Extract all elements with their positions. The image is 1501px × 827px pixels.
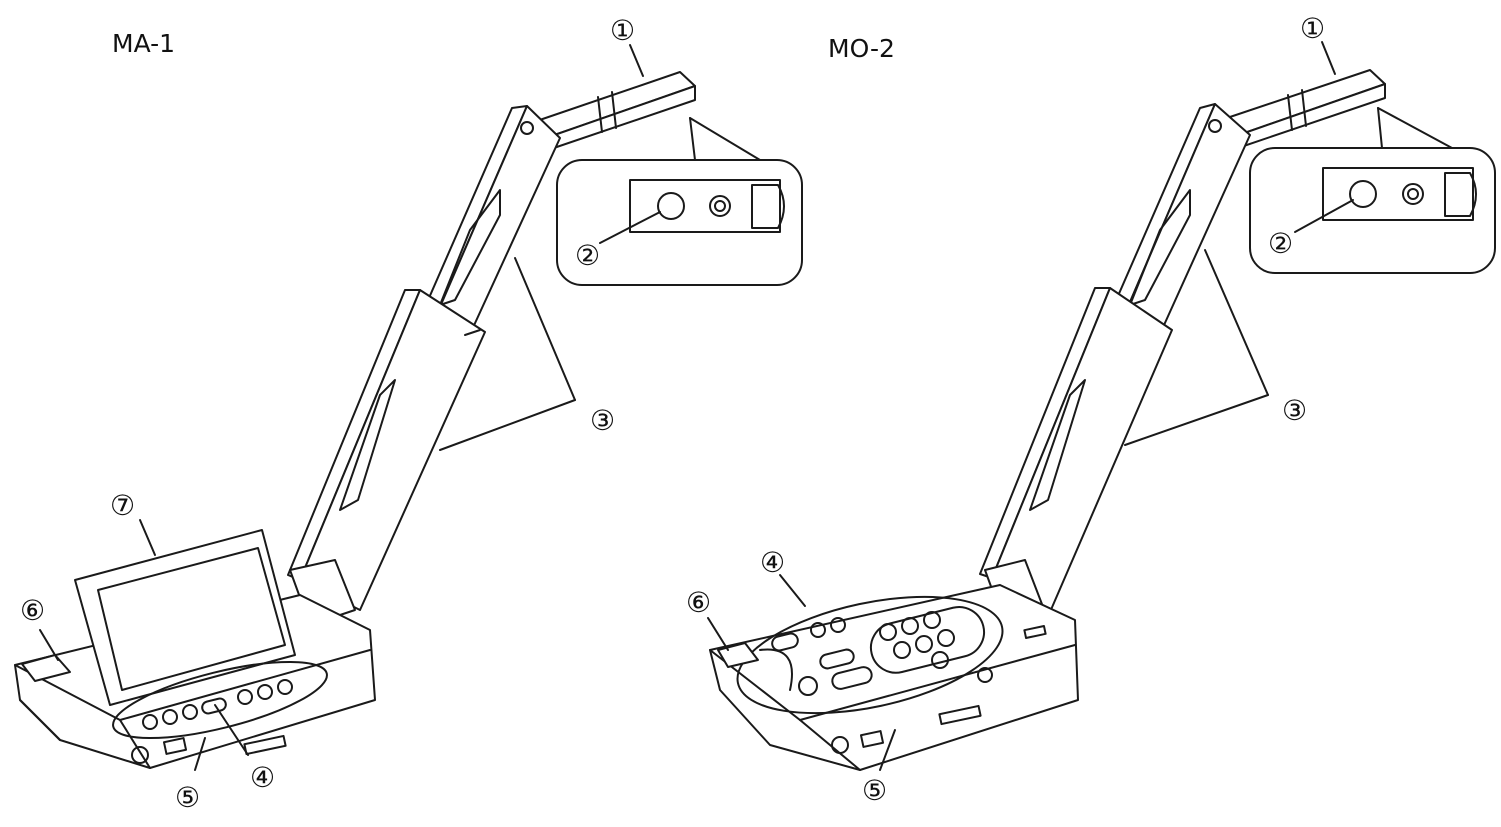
ma1-lcd-monitor (74, 529, 296, 706)
ma1-leader-lines (39, 44, 644, 771)
ma1-lower-arm (287, 289, 486, 611)
mo2-callout-4: ④ (760, 546, 785, 579)
mo2-model-title: MO-2 (828, 34, 895, 63)
ma1-side-lamp (21, 654, 71, 682)
ma1-callout-3: ③ (590, 404, 615, 437)
mo2-device (707, 41, 1496, 771)
ma1-callout-4: ④ (250, 761, 275, 794)
mo2-callout-2: ② (1268, 227, 1293, 260)
ma1-device (14, 44, 803, 771)
ma1-lens-inset (556, 117, 803, 286)
mo2-control-panel (736, 595, 1004, 715)
mo2-callout-5: ⑤ (862, 774, 887, 807)
ma1-callout-7: ⑦ (110, 489, 135, 522)
ma1-camera-head (524, 71, 696, 153)
mo2-camera-head (1214, 69, 1386, 151)
ma1-callout-6: ⑥ (20, 594, 45, 627)
ma1-callout-2: ② (575, 239, 600, 272)
ma1-control-buttons (112, 660, 328, 740)
ma1-upper-arm (414, 105, 561, 346)
mo2-lens-inset (1249, 107, 1496, 274)
mo2-base (709, 584, 1079, 771)
mo2-leader-lines (707, 41, 1336, 771)
ma1-callout-5: ⑤ (175, 781, 200, 814)
mo2-callout-6: ⑥ (686, 586, 711, 619)
ma1-model-title: MA-1 (112, 29, 175, 58)
mo2-callout-3: ③ (1282, 394, 1307, 427)
ma1-callout-1: ① (610, 14, 635, 47)
mo2-callout-1: ① (1300, 12, 1325, 45)
